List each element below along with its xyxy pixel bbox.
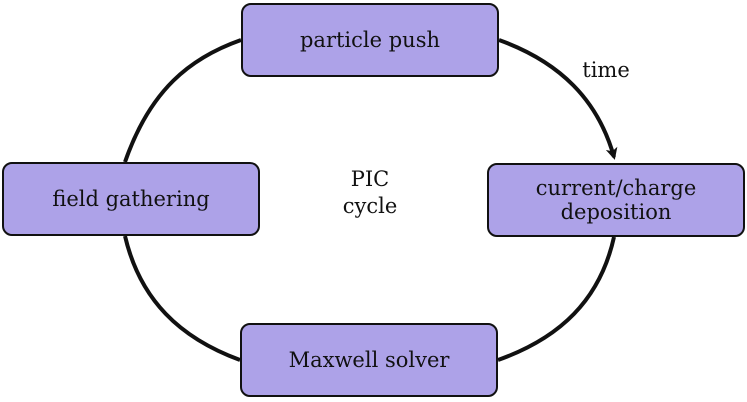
cycle-arc-deposition-to-maxwell [497, 236, 616, 362]
center-label-line2: cycle [342, 194, 398, 218]
field-gathering-label: field gathering [52, 187, 210, 211]
time-label: time [582, 58, 630, 82]
field-gathering-box: field gathering [2, 162, 260, 236]
maxwell-solver-box: Maxwell solver [240, 323, 498, 397]
center-label: PIC cycle [320, 166, 420, 220]
cycle-arc-gather-to-push [123, 38, 242, 163]
current-charge-deposition-box: current/charge deposition [487, 163, 745, 237]
particle-push-box: particle push [241, 3, 499, 77]
cycle-arc-maxwell-to-gather [123, 235, 241, 362]
deposition-label-line2: deposition [560, 200, 672, 224]
deposition-label-line1: current/charge [535, 176, 697, 200]
particle-push-label: particle push [299, 28, 440, 52]
maxwell-solver-label: Maxwell solver [288, 348, 450, 372]
cycle-arc-push-to-deposition [498, 38, 618, 160]
center-label-line1: PIC [350, 167, 390, 191]
